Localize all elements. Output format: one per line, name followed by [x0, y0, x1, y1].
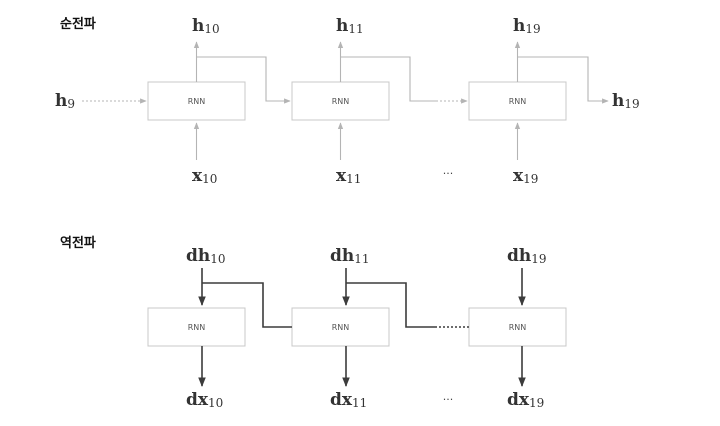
forward-x-label-3: x19 — [513, 166, 538, 186]
backward-rnn-box-2 — [291, 307, 390, 347]
forward-recurrent-2-mid — [340, 56, 436, 102]
backward-dh-label-3: dh19 — [507, 246, 547, 266]
forward-h-label-1: h10 — [192, 16, 220, 36]
backward-dh-label-2: dh11 — [330, 246, 370, 266]
backward-rnn-label-3: RNN — [509, 323, 527, 332]
forward-h-out-arrow — [517, 56, 609, 104]
forward-recurrent-1-2 — [196, 56, 291, 104]
backward-dx-label-3: dx19 — [507, 390, 544, 410]
forward-rnn-box-2 — [291, 81, 390, 121]
backward-recurrent-mid-2 — [346, 282, 436, 328]
backward-rnn-box-1 — [147, 307, 246, 347]
backward-dx-label-1: dx10 — [186, 390, 223, 410]
forward-title: 순전파 — [60, 16, 96, 32]
forward-rnn-label-3: RNN — [509, 97, 527, 106]
backward-rnn-label-1: RNN — [188, 323, 206, 332]
forward-h-out-label: h19 — [612, 91, 640, 111]
backward-ellipsis: ··· — [443, 393, 454, 406]
forward-rnn-label-1: RNN — [188, 97, 206, 106]
backward-title: 역전파 — [60, 235, 96, 251]
forward-rnn-box-1 — [147, 81, 246, 121]
backward-dh-label-1: dh10 — [186, 246, 226, 266]
forward-h-in-label: h9 — [55, 91, 75, 111]
forward-h-label-3: h19 — [513, 16, 541, 36]
forward-ellipsis: ··· — [443, 167, 454, 180]
forward-h-label-2: h11 — [336, 16, 364, 36]
backward-rnn-label-2: RNN — [332, 323, 350, 332]
backward-recurrent-2-1 — [202, 282, 292, 328]
forward-x-label-2: x11 — [336, 166, 361, 186]
backward-dx-label-2: dx11 — [330, 390, 367, 410]
backward-rnn-box-3 — [468, 307, 567, 347]
forward-x-label-1: x10 — [192, 166, 217, 186]
forward-rnn-label-2: RNN — [332, 97, 350, 106]
